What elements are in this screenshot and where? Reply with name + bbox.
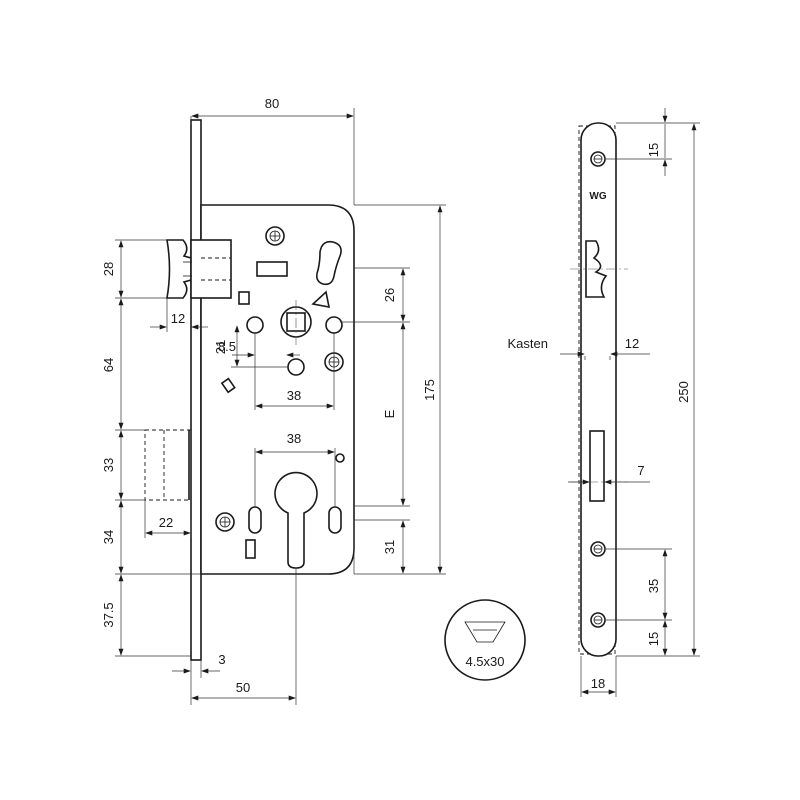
wg-logo: WG bbox=[589, 191, 606, 202]
latch-bolt bbox=[166, 239, 232, 299]
small-tab bbox=[220, 377, 236, 394]
hole-lower bbox=[287, 358, 305, 376]
dim-50: 50 bbox=[236, 680, 250, 695]
faceplate bbox=[190, 119, 202, 661]
slot-right bbox=[328, 506, 342, 534]
dim-15-bottom: 15 bbox=[646, 632, 661, 646]
dim-250: 250 bbox=[676, 381, 691, 403]
dim-15-top: 15 bbox=[646, 143, 661, 157]
triangle-mark bbox=[311, 290, 331, 309]
dim-64: 64 bbox=[101, 358, 116, 372]
dim-E: E bbox=[382, 409, 397, 418]
case-screw-bottom bbox=[215, 512, 235, 532]
dim-38-top: 38 bbox=[287, 388, 301, 403]
hole-left bbox=[246, 316, 264, 334]
deadbolt-retracted bbox=[144, 429, 192, 501]
side-dimensions: 15 Kasten 12 7 250 35 15 18 bbox=[508, 108, 700, 697]
dim-33: 33 bbox=[101, 458, 116, 472]
dim-12-latch: 12 bbox=[171, 311, 185, 326]
dim-80: 80 bbox=[265, 96, 279, 111]
dim-3: 3 bbox=[218, 652, 225, 667]
pin-hole bbox=[335, 453, 345, 463]
dim-18: 18 bbox=[591, 676, 605, 691]
deadbolt-opening bbox=[589, 430, 605, 502]
kasten-label: Kasten bbox=[508, 336, 548, 351]
dim-7: 7 bbox=[637, 463, 644, 478]
dim-34: 34 bbox=[101, 530, 116, 544]
slot-left bbox=[248, 506, 262, 534]
dim-8-5: 8.5 bbox=[218, 339, 236, 354]
front-view bbox=[144, 119, 355, 661]
dim-21: 21 bbox=[213, 340, 228, 354]
faceplate-screw-bottom bbox=[590, 612, 606, 628]
dim-12-kasten: 12 bbox=[625, 336, 639, 351]
dim-31: 31 bbox=[382, 540, 397, 554]
dim-38-cylinder: 38 bbox=[287, 431, 301, 446]
screw-size-label: 4.5x30 bbox=[465, 654, 504, 669]
front-dimensions: 80 28 12 26 21 8.5 38 64 E 175 38 33 22 … bbox=[101, 96, 446, 705]
faceplate-screw-top bbox=[590, 151, 606, 167]
dim-26: 26 bbox=[382, 288, 397, 302]
kidney-cutout bbox=[316, 240, 342, 286]
dim-28: 28 bbox=[101, 262, 116, 276]
dim-175: 175 bbox=[422, 379, 437, 401]
slot bbox=[256, 261, 288, 277]
dim-35: 35 bbox=[646, 579, 661, 593]
spindle-hub bbox=[280, 300, 312, 345]
faceplate-screw-mid bbox=[590, 541, 606, 557]
slot-small bbox=[245, 539, 256, 559]
hole-right bbox=[325, 316, 343, 334]
faceplate-side bbox=[580, 122, 617, 657]
small-square bbox=[238, 291, 250, 305]
side-view: WG bbox=[570, 122, 628, 657]
screw-symbol: 4.5x30 bbox=[444, 599, 526, 681]
case-screw-top bbox=[265, 226, 285, 246]
dim-22: 22 bbox=[159, 515, 173, 530]
dim-37-5: 37.5 bbox=[101, 602, 116, 627]
